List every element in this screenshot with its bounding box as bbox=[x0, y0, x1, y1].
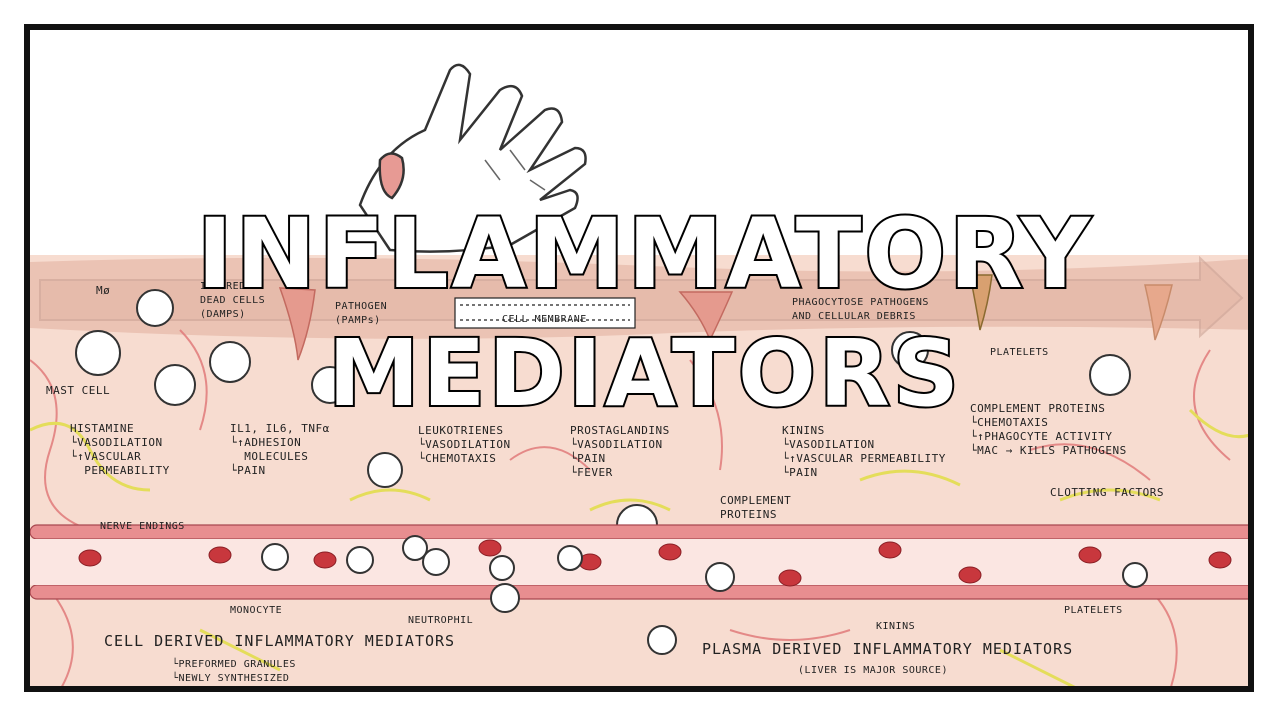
cell-derived-heading: CELL DERIVED INFLAMMATORY MEDIATORS bbox=[104, 632, 456, 650]
complement-lower-label: COMPLEMENT PROTEINS bbox=[720, 494, 792, 521]
kinins-mediator-label: KININS └VASODILATION └↑VASCULAR PERMEABI… bbox=[782, 424, 946, 479]
injured-cells-label: INJURED DEAD CELLS (DAMPS) bbox=[200, 281, 266, 320]
cytokines-label: IL1, IL6, TNFα └↑ADHESION MOLECULES └PAI… bbox=[230, 422, 330, 477]
platelet-plug bbox=[969, 274, 993, 331]
clotting-factors-label: CLOTTING FACTORS bbox=[1050, 486, 1164, 499]
white-blood-cells bbox=[261, 535, 1148, 655]
cell-membrane-diagram bbox=[454, 297, 636, 329]
platelets-vessel-label: PLATELETS bbox=[1064, 605, 1123, 616]
platelets-top-label: PLATELETS bbox=[990, 347, 1049, 358]
skin-arrow bbox=[39, 255, 1244, 339]
plasma-derived-sub: (LIVER IS MAJOR SOURCE) bbox=[798, 665, 948, 676]
pathogen-label: PATHOGEN (PAMPs) bbox=[335, 301, 388, 326]
capillaries bbox=[30, 329, 1231, 686]
skin-wound-2 bbox=[678, 291, 734, 342]
phagocytose-label: PHAGOCYTOSE PATHOGENS AND CELLULAR DEBRI… bbox=[792, 297, 929, 322]
vessel-lumen bbox=[30, 539, 1248, 585]
prostaglandins-label: PROSTAGLANDINS └VASODILATION └PAIN └FEVE… bbox=[570, 424, 670, 479]
histamine-label: HISTAMINE └VASODILATION └↑VASCULAR PERME… bbox=[70, 422, 170, 477]
neutrophil-label: NEUTROPHIL bbox=[408, 615, 474, 626]
plasma-derived-heading: PLASMA DERIVED INFLAMMATORY MEDIATORS bbox=[702, 640, 1074, 658]
nerve-endings-label: NERVE ENDINGS bbox=[100, 521, 185, 532]
macrophage-label: Mø bbox=[96, 284, 111, 297]
red-blood-cells bbox=[78, 539, 1232, 587]
title-line-2: MEDIATORS bbox=[326, 318, 963, 429]
illustration-scene bbox=[30, 63, 1248, 686]
skin-wound bbox=[278, 287, 316, 361]
cell-derived-sub: └PREFORMED GRANULES └NEWLY SYNTHESIZED bbox=[172, 659, 296, 684]
title-line-1: INFLAMMATORY bbox=[195, 196, 1094, 312]
leukotrienes-label: LEUKOTRIENES └VASODILATION └CHEMOTAXIS bbox=[418, 424, 511, 465]
complement-proteins-label: COMPLEMENT PROTEINS └CHEMOTAXIS └↑PHAGOC… bbox=[970, 402, 1127, 457]
nerve-endings bbox=[30, 408, 1248, 686]
kinins-vessel-label: KININS bbox=[876, 621, 916, 632]
monocyte-label: MONOCYTE bbox=[230, 605, 283, 616]
cell-membrane-label: CELL MEMBRANE bbox=[502, 314, 587, 325]
healing-wound bbox=[1144, 284, 1173, 341]
thumbnail-frame: Mø INJURED DEAD CELLS (DAMPS) PATHOGEN (… bbox=[24, 24, 1254, 692]
hand-illustration bbox=[358, 63, 587, 253]
mast-cell-label: MAST CELL bbox=[46, 384, 111, 397]
blood-vessel bbox=[30, 524, 1248, 600]
